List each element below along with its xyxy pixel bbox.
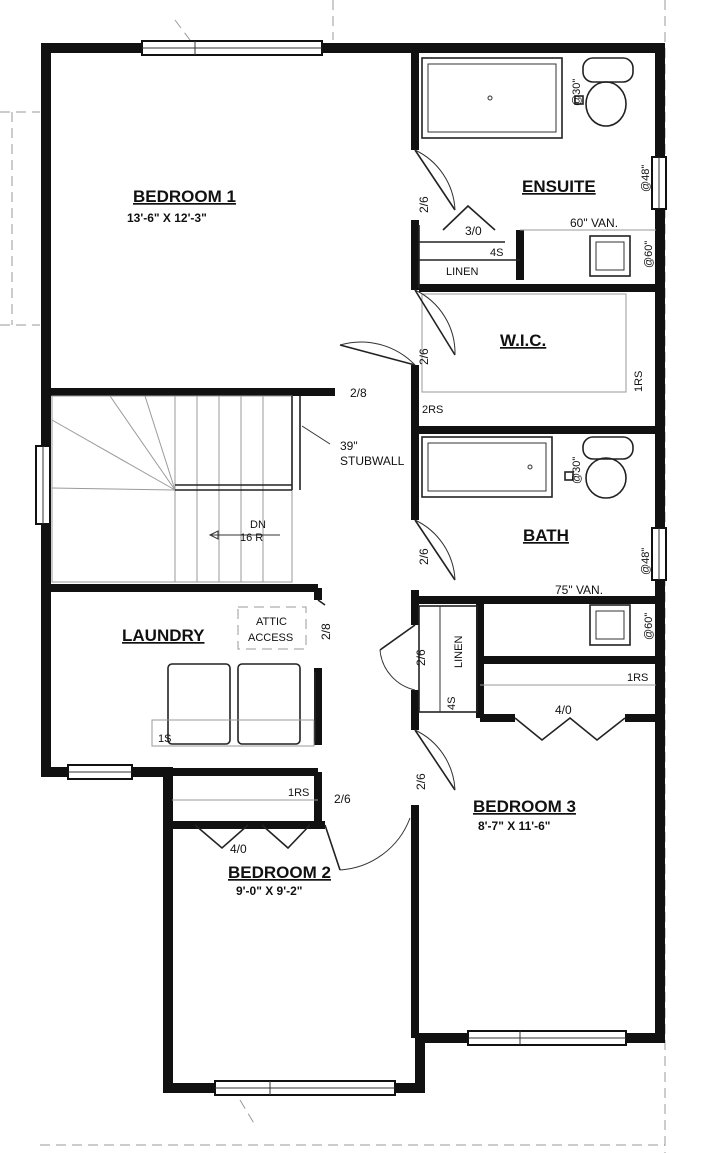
shelf-label: 4S <box>490 247 503 259</box>
vanity-label: 75" VAN. <box>555 583 603 597</box>
room-labels: BEDROOM 1 13'-6" X 12'-3" ENSUITE W.I.C.… <box>122 177 596 898</box>
laundry-fixtures <box>151 599 326 747</box>
linen-label: LINEN <box>446 266 478 278</box>
door-label: 2/6 <box>414 773 428 790</box>
reference-lines <box>0 0 666 1153</box>
shelf-label: 1S <box>158 733 171 745</box>
bath-name: BATH <box>523 526 569 545</box>
fixture-height-label: @30" <box>571 79 583 106</box>
attic-label-1: ATTIC <box>256 616 287 628</box>
door-label: 2/6 <box>414 649 428 666</box>
door-label: 4/0 <box>555 703 572 717</box>
shelf-label: 4S <box>446 697 458 710</box>
rod-label: 1RS <box>633 371 645 392</box>
bedroom1-dims: 13'-6" X 12'-3" <box>127 211 207 225</box>
bedroom3-dims: 8'-7" X 11'-6" <box>478 819 550 833</box>
interior-walls <box>46 52 656 1038</box>
fixture-height-label: @30" <box>571 457 583 484</box>
bedroom1-name: BEDROOM 1 <box>133 187 236 206</box>
laundry-name: LAUNDRY <box>122 626 205 645</box>
wic-details <box>339 289 627 393</box>
wic-name: W.I.C. <box>500 331 546 350</box>
door-label: 2/8 <box>319 623 333 640</box>
bedroom3-name: BEDROOM 3 <box>473 797 576 816</box>
fixture-height-label: @48" <box>640 548 652 575</box>
ensuite-fixtures <box>418 57 656 288</box>
door-label: 2/6 <box>334 792 351 806</box>
stair-risers: 16 R <box>240 532 263 544</box>
stairs <box>51 395 331 583</box>
bedroom2-dims: 9'-0" X 9'-2" <box>236 884 302 898</box>
annotations: 2/6 3/0 4S LINEN 60" VAN. @60" @30" @48"… <box>158 79 655 856</box>
door-label: 2/8 <box>350 386 367 400</box>
rod-label: 1RS <box>288 787 309 799</box>
ensuite-name: ENSUITE <box>522 177 596 196</box>
door-label: 3/0 <box>465 224 482 238</box>
ensuite-doors <box>414 149 496 231</box>
bedroom3-door <box>414 729 456 791</box>
bedroom2-name: BEDROOM 2 <box>228 863 331 882</box>
stair-direction: DN <box>250 519 266 531</box>
stubwall-label: STUBWALL <box>340 454 405 468</box>
rod-label: 2RS <box>422 404 443 416</box>
linen-label: LINEN <box>453 636 465 668</box>
bath-fixtures <box>414 436 656 686</box>
door-label: 2/6 <box>417 348 431 365</box>
hall-linen-closet <box>379 605 626 742</box>
attic-label-2: ACCESS <box>248 632 293 644</box>
rod-label: 1RS <box>627 672 648 684</box>
stubwall-height: 39" <box>340 439 358 453</box>
fixture-height-label: @48" <box>640 165 652 192</box>
fixture-height-label: @60" <box>643 241 655 268</box>
door-label: 2/6 <box>417 548 431 565</box>
vanity-label: 60" VAN. <box>570 216 618 230</box>
bedroom2-closet <box>172 799 411 871</box>
windows <box>35 40 667 1096</box>
fixture-height-label: @60" <box>643 613 655 640</box>
door-label: 4/0 <box>230 842 247 856</box>
door-label: 2/6 <box>417 196 431 213</box>
